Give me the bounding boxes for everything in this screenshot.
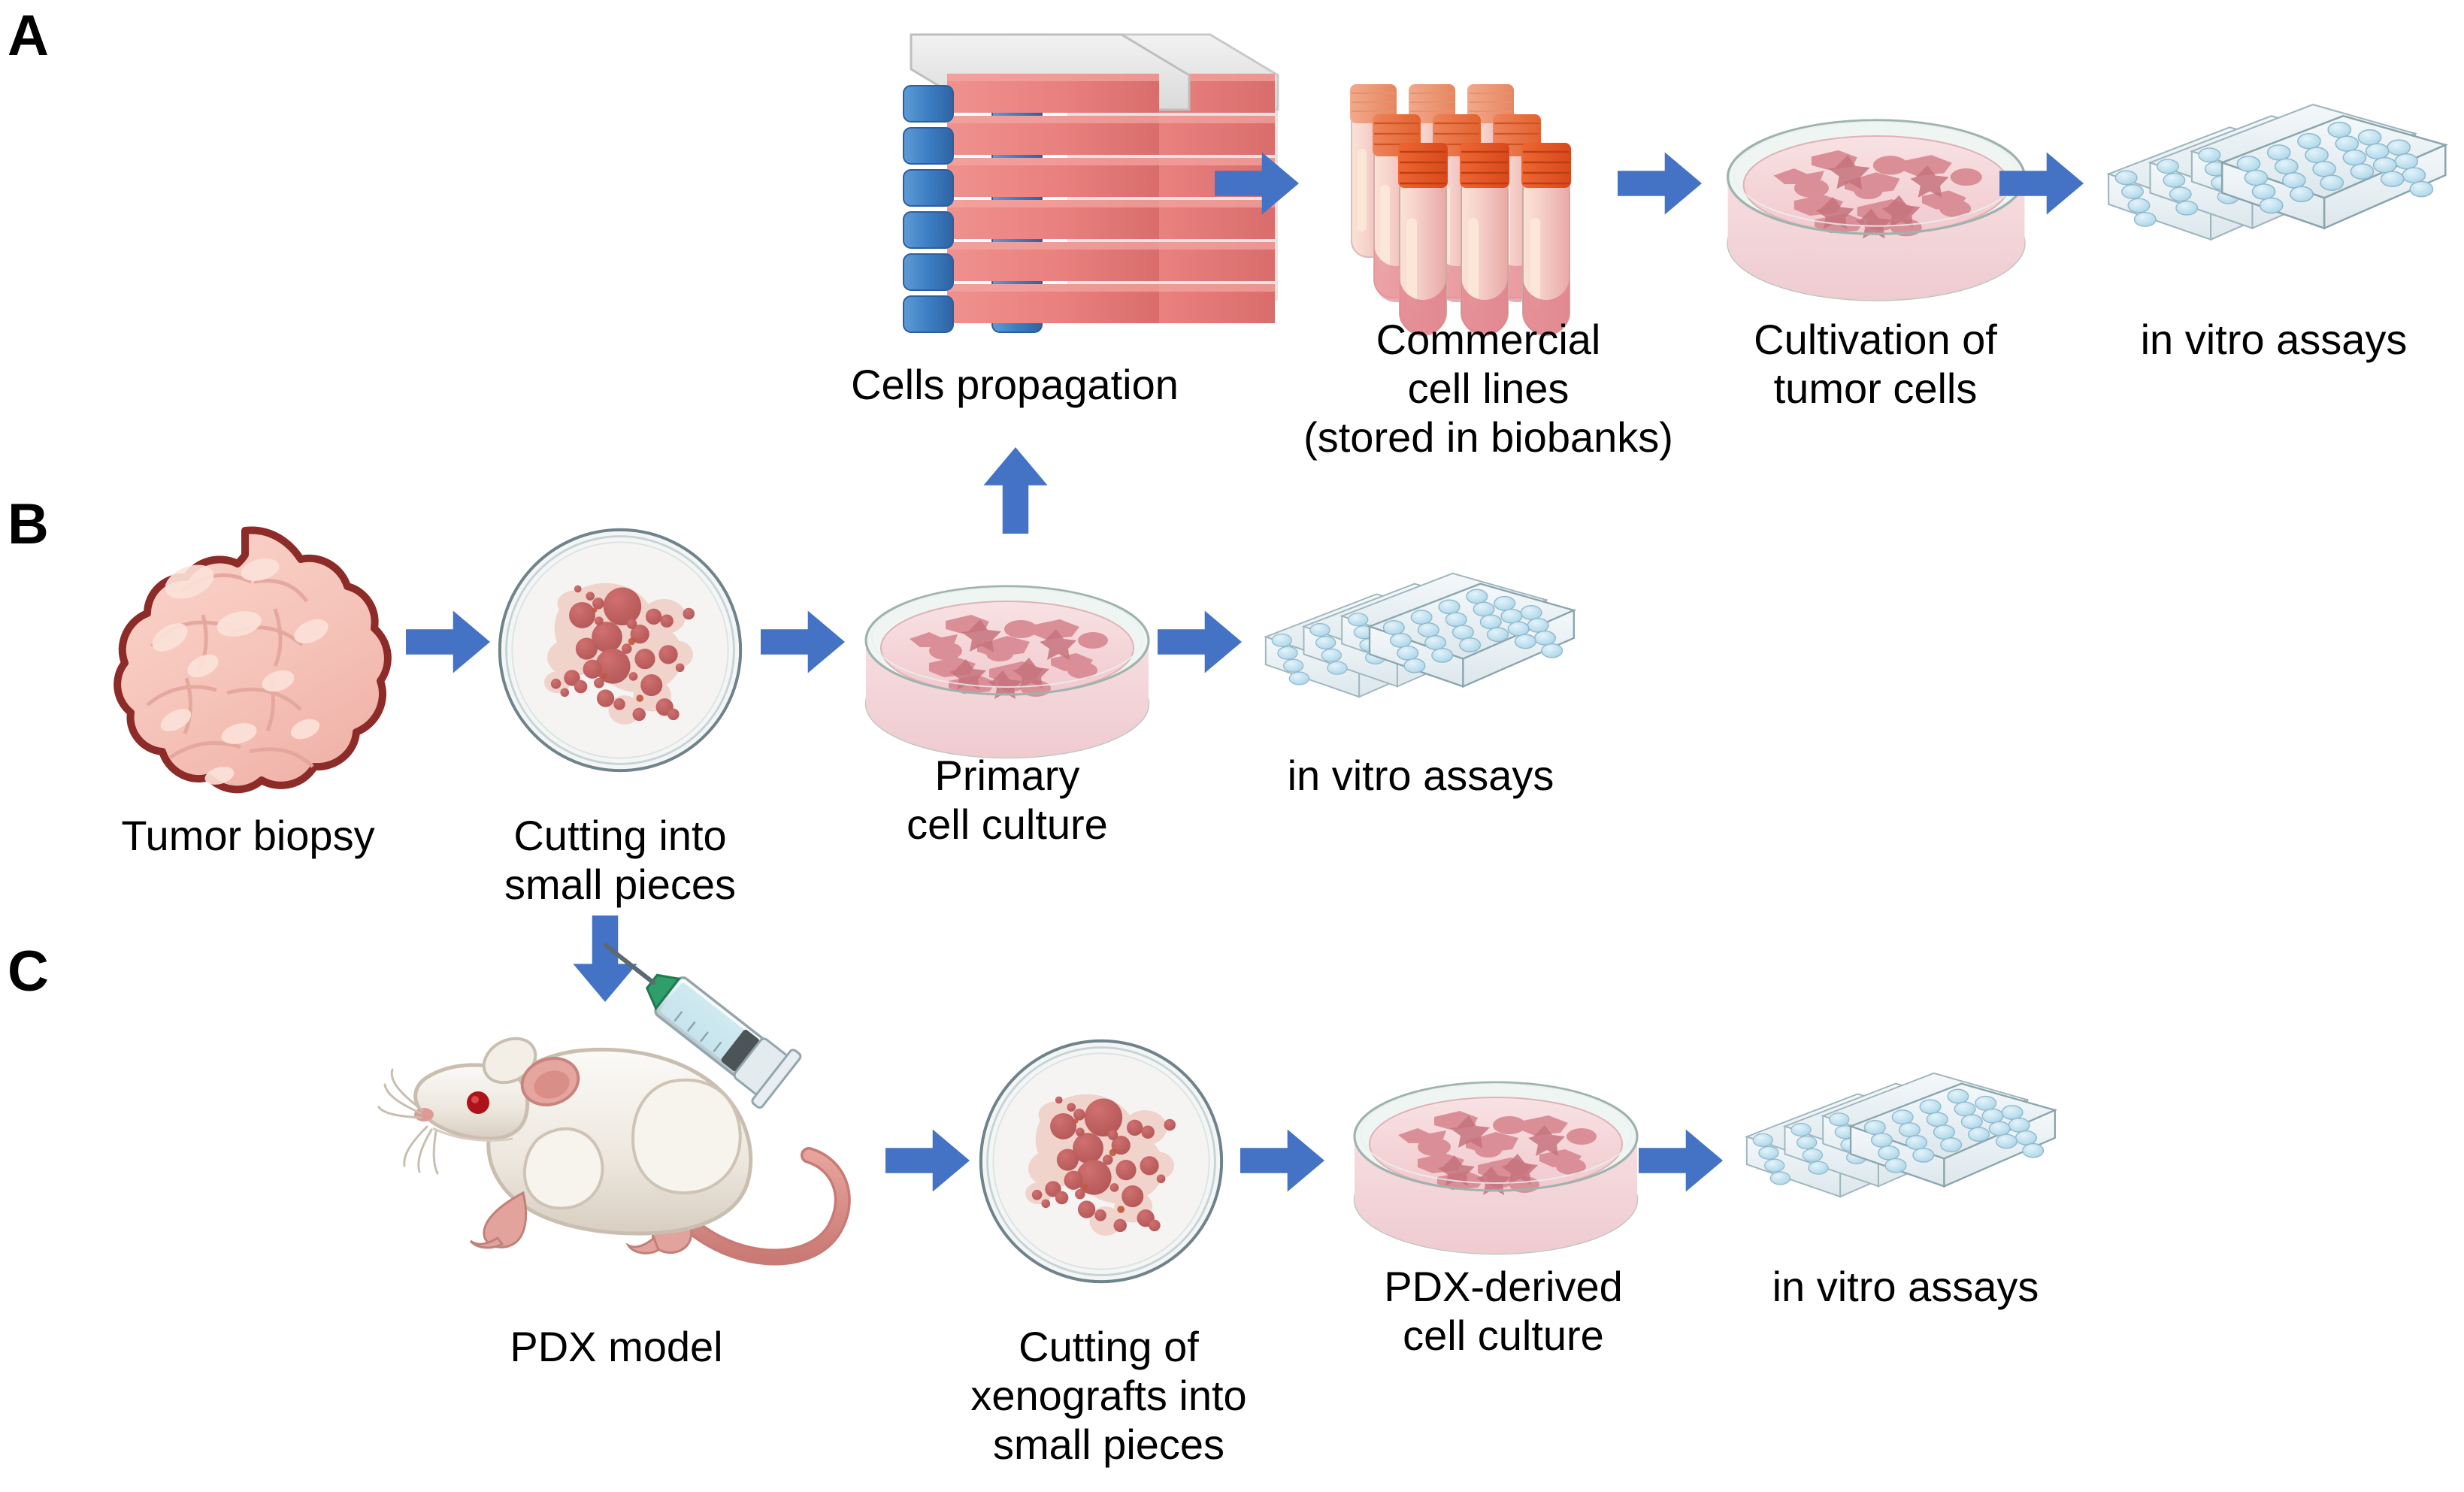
arrow-vials-to-dish — [1618, 150, 1702, 216]
caption-cultivation-tumor-cells: Cultivation of tumor cells — [1754, 316, 1997, 412]
petri-dish-cells-icon-c — [1346, 1052, 1646, 1278]
caption-tumor-biopsy: Tumor biopsy — [121, 812, 375, 859]
petri-dish-cells-icon-b — [857, 556, 1158, 782]
mouse-syringe-icon — [377, 943, 851, 1266]
multiwell-plate-stack-icon-c — [1736, 1067, 2060, 1252]
panel-label-c: C — [8, 940, 49, 1003]
multiwell-plate-stack-icon-b — [1255, 567, 1579, 752]
multiwell-plate-stack-icon-a — [2097, 98, 2450, 301]
caption-commercial-cell-lines: Commercial cell lines (stored in biobank… — [1303, 316, 1673, 461]
petri-dish-cells-icon-a — [1718, 89, 2034, 325]
panel-label-b: B — [8, 492, 49, 556]
arrow-dish-to-plates-a — [1999, 150, 2084, 216]
cryovial-rack-icon — [1350, 84, 1571, 336]
panel-label-a: A — [8, 4, 49, 68]
caption-cutting-of-xenografts: Cutting of xenografts into small pieces — [970, 1323, 1247, 1468]
tumor-mass-icon — [114, 526, 392, 794]
caption-cells-propagation: Cells propagation — [851, 361, 1179, 408]
arrow-propagation-to-vials — [1215, 150, 1299, 216]
arrow-xenografts-to-pdx-culture — [1240, 1127, 1324, 1194]
caption-in-vitro-assays-c: in vitro assays — [1772, 1263, 2039, 1310]
arrow-cutting-to-propagation — [982, 447, 1049, 534]
caption-in-vitro-assays-b: in vitro assays — [1287, 752, 1554, 799]
caption-in-vitro-assays-a: in vitro assays — [2140, 316, 2408, 363]
arrow-primary-culture-to-plates — [1158, 609, 1242, 675]
dish-tissue-fragments-icon-c — [977, 1037, 1225, 1285]
caption-pdx-model: PDX model — [510, 1323, 723, 1370]
arrow-pdx-culture-to-plates — [1639, 1127, 1723, 1194]
arrow-pdx-to-cutting-xenografts — [885, 1127, 970, 1194]
arrow-cutting-to-primary-culture — [761, 609, 845, 675]
caption-cutting-into-small-pieces: Cutting into small pieces — [504, 812, 737, 908]
dish-tissue-fragments-icon-b — [496, 526, 744, 774]
caption-primary-cell-culture: Primary cell culture — [907, 752, 1108, 848]
caption-pdx-derived-cell-culture: PDX-derived cell culture — [1384, 1263, 1623, 1359]
arrow-biopsy-to-cutting — [406, 609, 490, 675]
